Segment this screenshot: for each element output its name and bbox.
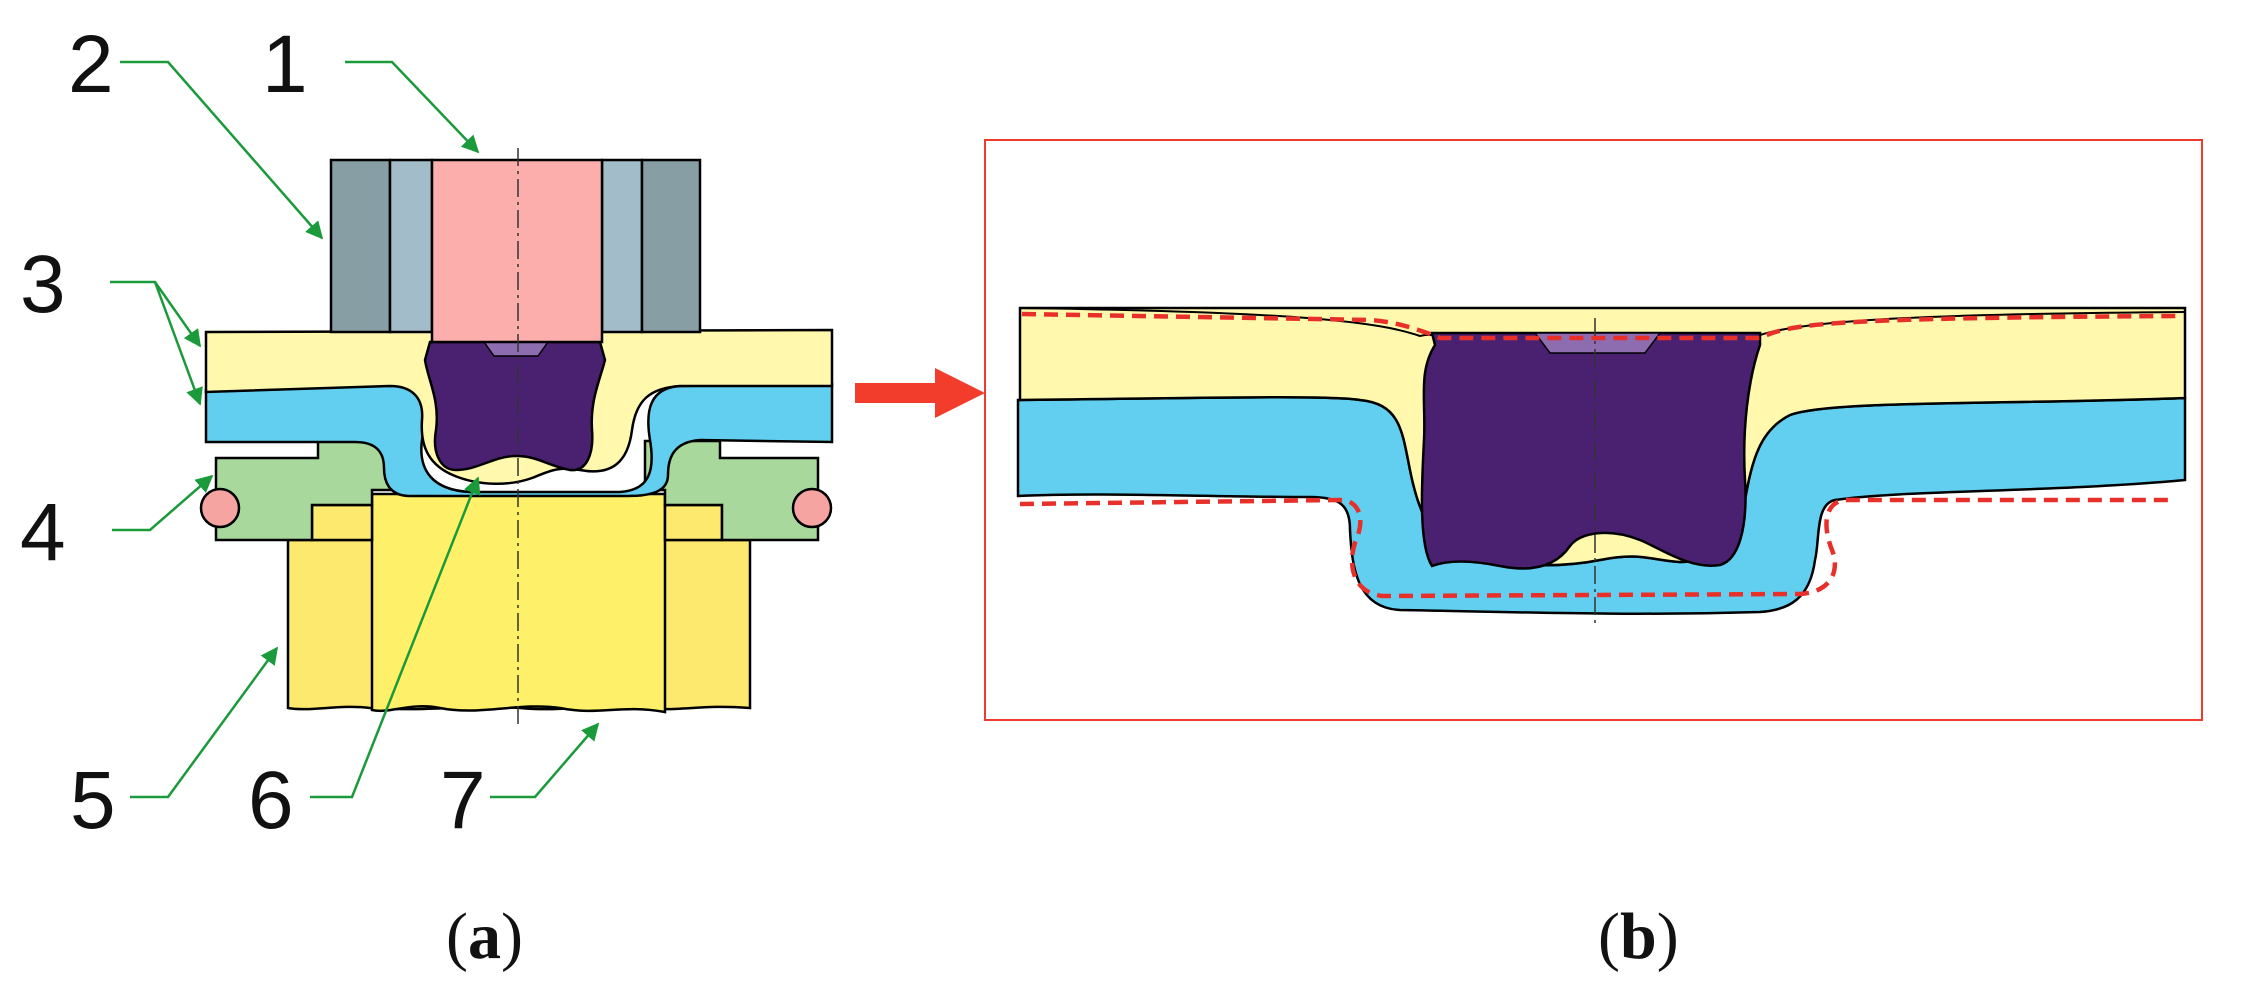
blank-holder-outer-left [329,158,392,334]
punch [430,158,604,344]
dashed-profile-upper [1021,311,2181,341]
die-step-left [310,503,374,542]
callout-number-5: 5 [70,755,116,846]
leader-7 [490,722,600,799]
callout-number-6: 6 [248,755,294,846]
callout-number-4: 4 [20,487,66,578]
blank-holder-inner-right [600,158,644,334]
blank-holder-outer-right [640,158,702,334]
callout-number-7: 7 [440,755,486,846]
detail-frame-b [984,139,2203,721]
callout-leaders [110,60,600,799]
callout-numbers: 1 2 3 4 5 6 7 [20,19,486,846]
panel-a-assembly [199,148,834,725]
spring-ball-right [791,487,833,529]
spring-plate-left [214,439,394,542]
leader-3a [110,280,202,348]
rivet-b [1420,331,1762,570]
spring-ball-left [199,487,241,529]
die-step-right [663,503,724,542]
leader-6 [310,476,481,799]
dashed-profile-lower [1019,497,2170,599]
callout-number-3: 3 [20,239,66,330]
caption-b: (b) [1598,900,1679,973]
rivet-tip-b [1533,332,1662,354]
caption-a: (a) [446,900,523,973]
leader-1 [345,60,480,154]
rivet-a [423,340,607,472]
leader-4 [112,474,214,532]
callout-number-2: 2 [68,19,114,110]
leader-3b [153,281,203,406]
blank-holder-inner-left [388,158,434,334]
leader-5 [130,646,279,799]
callout-number-1: 1 [262,19,308,110]
transition-arrow [855,368,985,418]
panel-b-detail [1016,306,2187,625]
leader-2 [120,60,324,240]
rivet-tip-a [482,341,550,357]
upper-sheet-top-band-b [1019,307,2186,338]
die-center-insert [370,492,667,714]
